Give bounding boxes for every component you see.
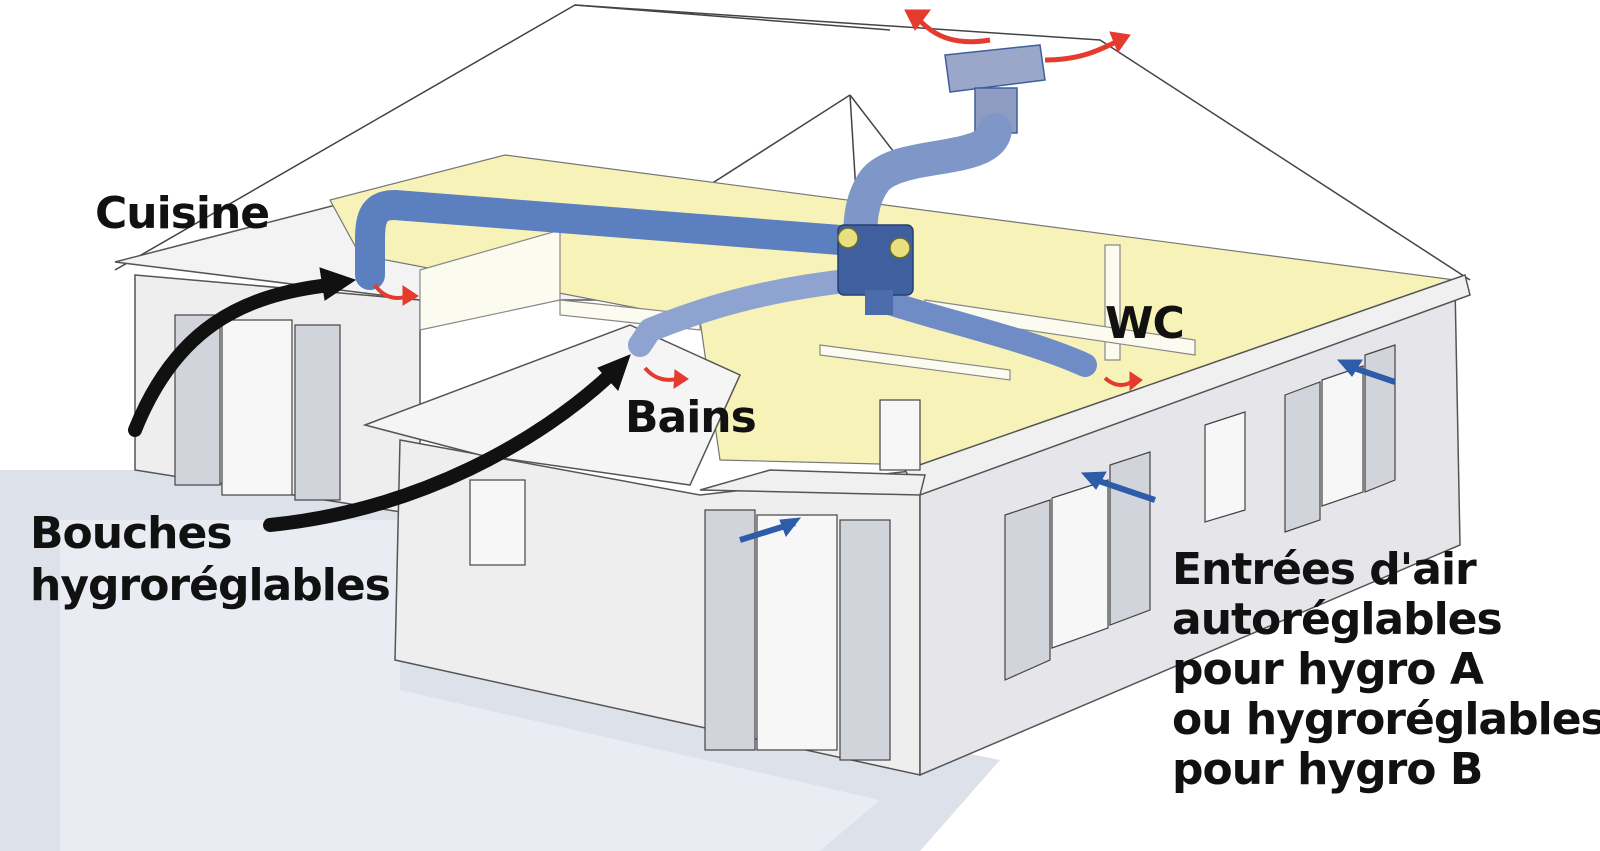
duct-wc: [868, 288, 1097, 377]
front-eave: [699, 469, 926, 496]
intake-arrows: [739, 359, 1396, 543]
label-entrees-line5: pour hygro B: [1172, 744, 1483, 795]
ground-shadow-light: [60, 520, 880, 851]
label-entrees-line2: autoréglables: [1172, 594, 1503, 645]
ductwork: [355, 113, 1097, 377]
label-bouches-line2: hygroréglables: [30, 560, 391, 611]
duct-kitchen: [355, 190, 855, 290]
shutters: [174, 314, 1396, 761]
bathroom-slab: [362, 324, 741, 486]
duct-bathroom: [628, 268, 867, 357]
label-entrees: Entrées d'air autoréglables pour hygro A…: [1172, 545, 1600, 795]
vmc-unit: [837, 224, 914, 315]
label-entrees-line1: Entrées d'air: [1172, 544, 1477, 595]
pointer-arrows: [128, 267, 631, 532]
interior-partitions: [419, 229, 1196, 381]
label-bains: Bains: [625, 392, 757, 443]
exhaust-arrows: [373, 9, 1143, 392]
label-entrees-line4: ou hygroréglables: [1172, 694, 1600, 745]
label-entrees-line3: pour hygro A: [1172, 644, 1484, 695]
label-cuisine: Cuisine: [95, 188, 270, 239]
label-bouches-line1: Bouches: [30, 508, 233, 559]
duct-roof: [843, 113, 1012, 262]
windows: [221, 319, 1364, 751]
label-bouches: Bouches hygroréglables: [30, 508, 391, 612]
label-wc: WC: [1105, 298, 1185, 349]
